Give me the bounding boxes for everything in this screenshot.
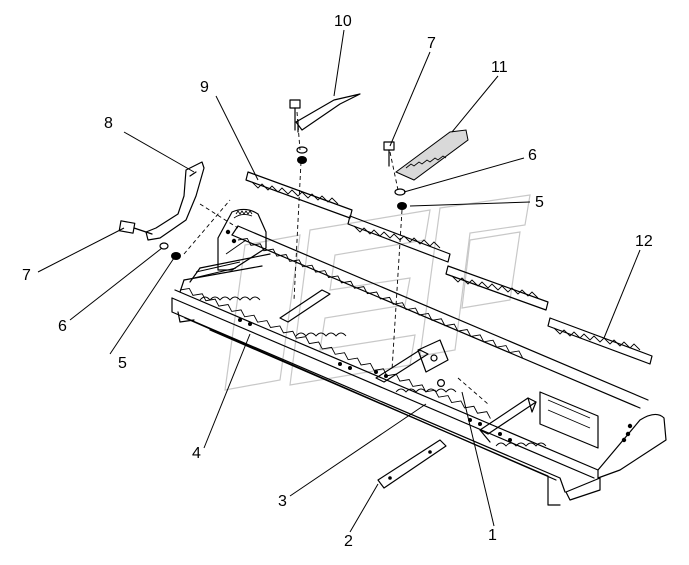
bottom-slots	[199, 296, 547, 447]
part-8-bracket	[118, 161, 205, 260]
header-frame	[171, 208, 667, 506]
callout-5-left: 5	[118, 355, 127, 372]
callout-4: 4	[192, 445, 201, 462]
part-10-section	[289, 93, 361, 164]
callout-9: 9	[200, 79, 209, 96]
callout-6-right: 6	[528, 147, 537, 164]
callout-12: 12	[635, 233, 653, 250]
part-11-section	[383, 129, 469, 210]
callout-3: 3	[278, 493, 287, 510]
callout-labels: 10 7 11 9 8 6 5 12 7 6 5 4 3 2 1	[22, 13, 653, 550]
callout-2: 2	[344, 533, 353, 550]
callout-5-right: 5	[535, 194, 544, 211]
knife-segment-middle	[347, 215, 451, 263]
knife-segment-right	[445, 265, 549, 311]
knife-segment-12	[547, 317, 653, 365]
assembly-centerlines	[183, 111, 489, 405]
knife-segment-9	[245, 171, 353, 219]
callout-11: 11	[491, 59, 508, 76]
part-2-strip	[377, 439, 447, 489]
callout-10: 10	[334, 13, 352, 30]
callout-8: 8	[104, 115, 113, 132]
callout-7-left: 7	[22, 267, 31, 284]
callout-1: 1	[488, 527, 497, 544]
leader-lines	[37, 29, 641, 533]
callout-6-left: 6	[58, 318, 67, 335]
callout-7-top: 7	[427, 35, 436, 52]
guard-teeth-front	[179, 237, 523, 419]
watermark-logo	[224, 194, 531, 391]
